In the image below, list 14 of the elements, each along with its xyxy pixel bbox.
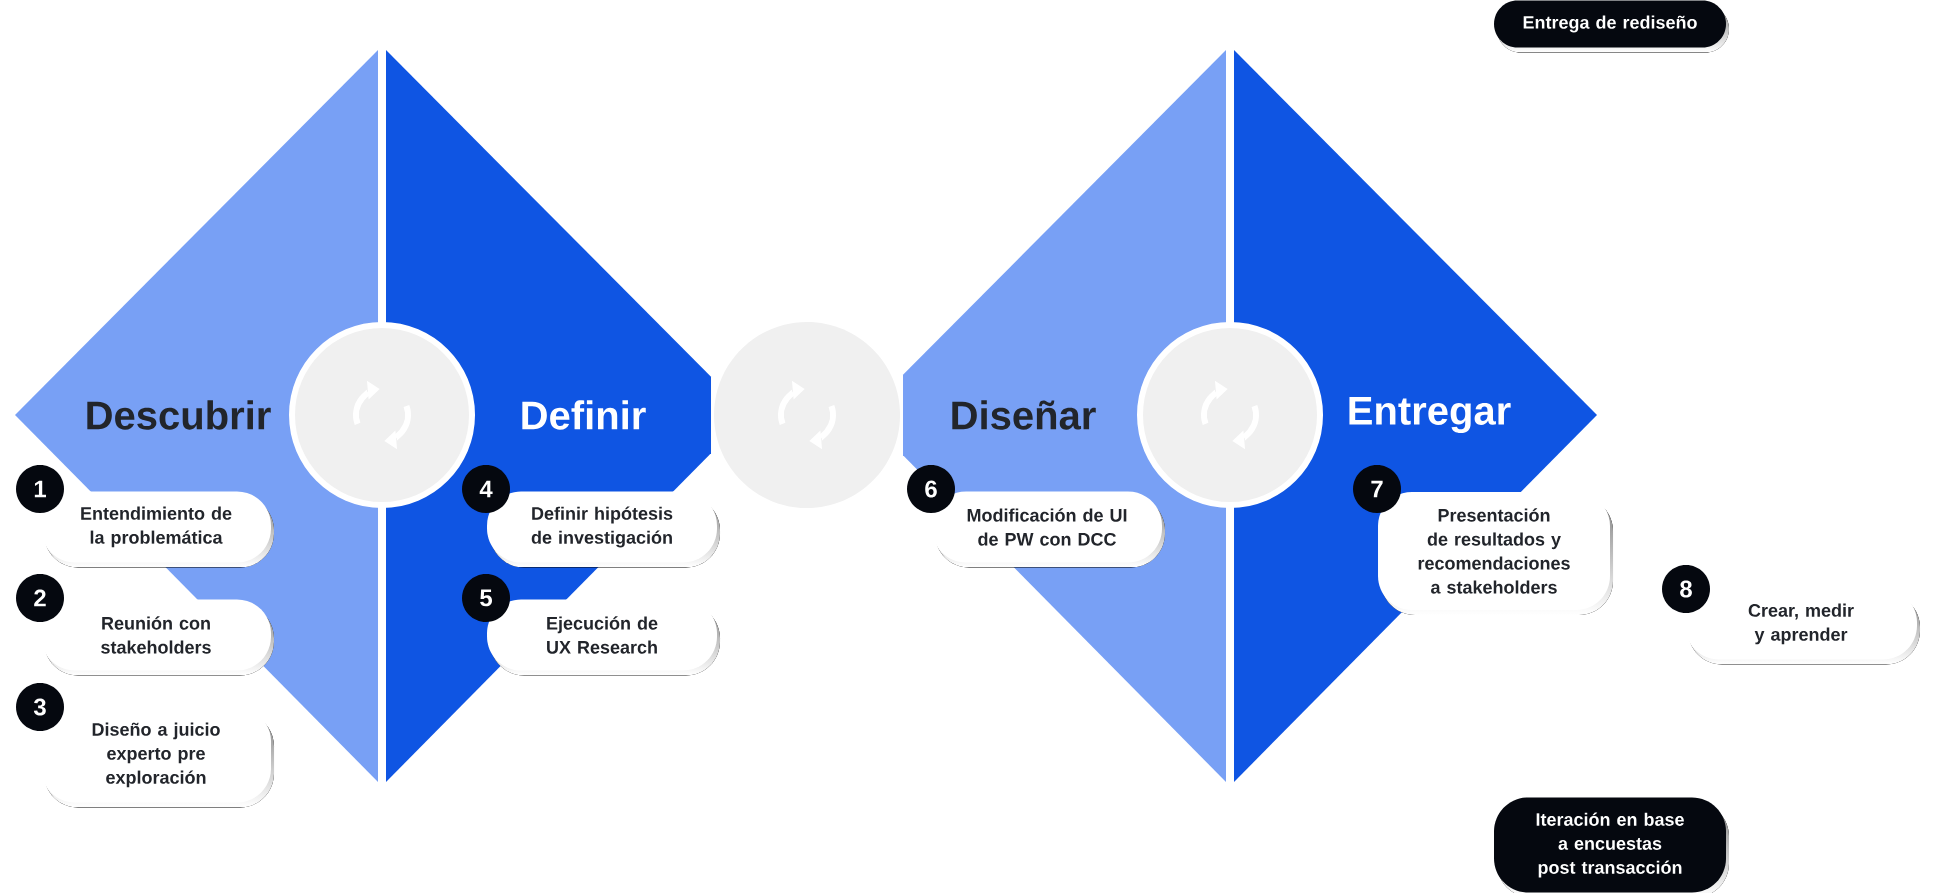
number-badge: 7 xyxy=(1353,465,1401,513)
node-label: Presentación de resultados y recomendaciones a stakeholders xyxy=(1418,508,1570,594)
number-badge: 1 xyxy=(16,465,64,513)
cycle-circle xyxy=(1137,322,1323,508)
number-badge: 6 xyxy=(907,465,955,513)
milestone-box: Entrega de rediseño xyxy=(1494,0,1729,53)
number-badge: 3 xyxy=(16,683,64,731)
number-badge: 5 xyxy=(462,574,510,622)
number-badge: 2 xyxy=(16,574,64,622)
number-badge: 4 xyxy=(462,465,510,513)
milestone-box: Iteración en base a encuestas post transacción xyxy=(1494,797,1729,893)
step-box: Presentación de resultados y recomendaciones a stakeholders xyxy=(1378,492,1613,615)
number-badge: 8 xyxy=(1662,565,1710,613)
cycle-circle xyxy=(289,322,475,508)
